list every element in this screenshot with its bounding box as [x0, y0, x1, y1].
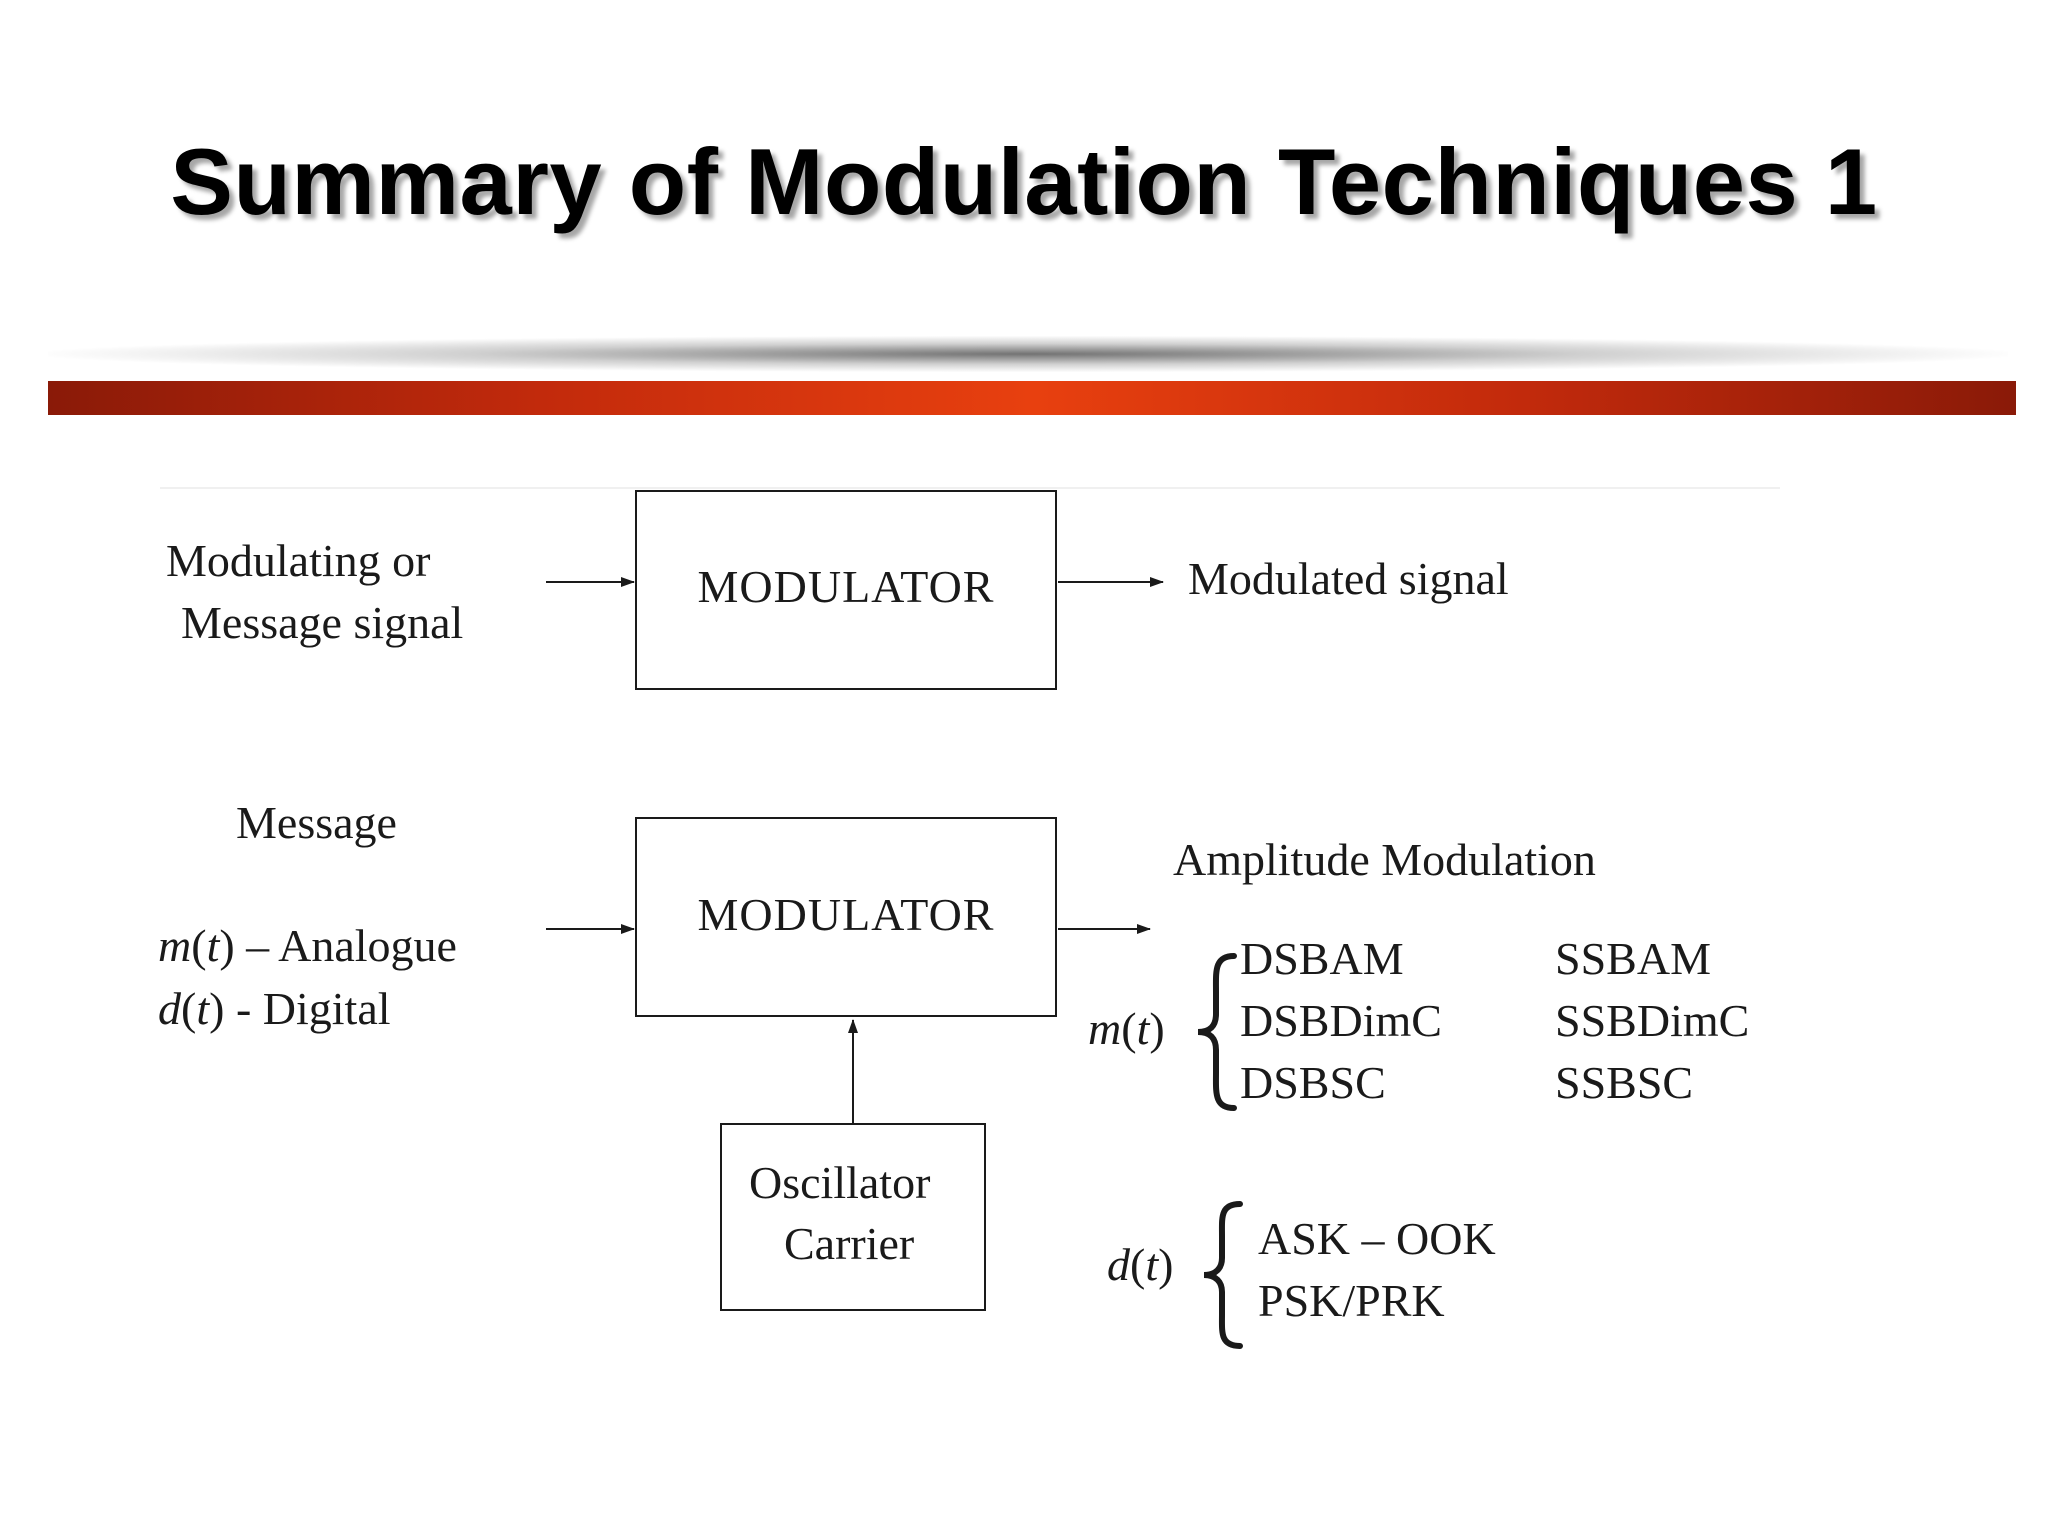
- digital-group-arg: t: [1145, 1239, 1159, 1290]
- analogue-arg: t: [206, 920, 220, 971]
- input-label-1-line1: Modulating or: [166, 535, 431, 586]
- modulator-box-2: [635, 817, 1057, 1017]
- analogue-group-arg: t: [1136, 1003, 1150, 1054]
- digital-group-brace: [1203, 1201, 1243, 1349]
- psk-prk-item: PSK/PRK: [1258, 1275, 1445, 1326]
- title-shadow-divider: [48, 336, 2008, 372]
- oscillator-label-line2: Carrier: [784, 1218, 915, 1269]
- digital-arg: t: [196, 983, 210, 1034]
- digital-var: d: [158, 983, 181, 1034]
- modulator-box-1: [635, 490, 1057, 690]
- output-label-1: Modulated signal: [1188, 553, 1509, 604]
- analogue-var: m: [158, 920, 192, 971]
- message-heading: Message: [236, 797, 397, 848]
- ssbdimc-item: SSBDimC: [1555, 995, 1750, 1046]
- digital-group-var: d: [1107, 1239, 1130, 1290]
- digital-label: d(t) - Digital: [158, 983, 391, 1034]
- title-red-bar: [48, 381, 2016, 415]
- analogue-group-var: m: [1088, 1003, 1122, 1054]
- amplitude-modulation-heading: Amplitude Modulation: [1173, 834, 1596, 885]
- oscillator-label-line1: Oscillator: [749, 1157, 931, 1208]
- analogue-label: m(t) – Analogue: [158, 920, 457, 971]
- dsbsc-item: DSBSC: [1240, 1057, 1386, 1108]
- modulator-label-2: MODULATOR: [697, 889, 995, 940]
- slide-title: Summary of Modulation Techniques 1: [170, 129, 1878, 234]
- digital-group-label: d(t): [1107, 1239, 1174, 1290]
- analogue-group-label: m(t): [1088, 1003, 1165, 1054]
- analogue-group-brace: [1197, 953, 1237, 1111]
- analogue-text: – Analogue: [234, 920, 457, 971]
- dsbam-item: DSBAM: [1240, 933, 1404, 984]
- modulator-label-1: MODULATOR: [697, 561, 995, 612]
- input-label-1-line2: Message signal: [181, 597, 464, 648]
- ask-ook-item: ASK – OOK: [1258, 1213, 1496, 1264]
- dsbdimc-item: DSBDimC: [1240, 995, 1442, 1046]
- ssbsc-item: SSBSC: [1555, 1057, 1694, 1108]
- digital-text: - Digital: [224, 983, 391, 1034]
- ssbam-item: SSBAM: [1555, 933, 1711, 984]
- oscillator-box: [720, 1123, 986, 1311]
